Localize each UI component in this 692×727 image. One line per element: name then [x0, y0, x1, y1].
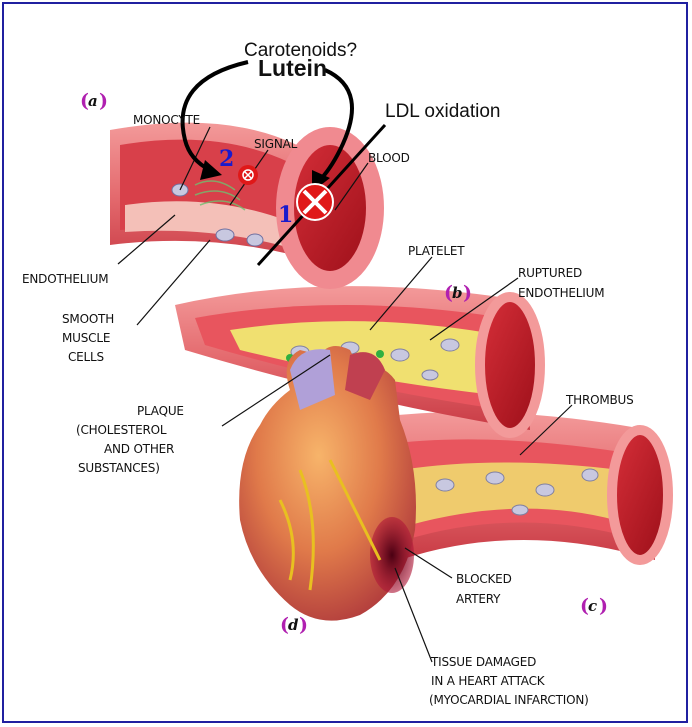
inhibit-marker-1 [297, 184, 333, 220]
svg-text:d: d [288, 616, 299, 634]
tissue-damaged-label: TISSUE DAMAGED IN A HEART ATTACK (MYOCAR… [429, 655, 589, 707]
signal-label: SIGNAL [254, 137, 298, 151]
svg-text:): ) [299, 614, 308, 636]
svg-text:(MYOCARDIAL INFARCTION): (MYOCARDIAL INFARCTION) [429, 693, 589, 707]
plaque-label: PLAQUE (CHOLESTEROL AND OTHER SUBSTANCES… [76, 404, 184, 475]
svg-text:ENDOTHELIUM: ENDOTHELIUM [518, 286, 604, 300]
heart [239, 346, 416, 621]
thrombus-label: THROMBUS [565, 393, 634, 407]
svg-text:): ) [99, 90, 108, 112]
svg-text:AND OTHER: AND OTHER [104, 442, 174, 456]
inhibit-marker-2 [238, 165, 258, 185]
svg-text:TISSUE DAMAGED: TISSUE DAMAGED [430, 655, 536, 669]
marker-number-1: 1 [278, 202, 293, 228]
vessel-a [110, 123, 375, 280]
blocked-artery-label: BLOCKED ARTERY [456, 572, 512, 606]
svg-text:c: c [588, 597, 597, 615]
smooth-muscle-label: SMOOTH MUSCLE CELLS [62, 312, 114, 364]
lutein-label: Lutein [258, 55, 327, 81]
ruptured-endothelium-label: RUPTURED ENDOTHELIUM [518, 266, 604, 300]
blood-label: BLOOD [368, 151, 410, 165]
panel-b: ( b ) [444, 282, 472, 304]
svg-text:IN A HEART ATTACK: IN A HEART ATTACK [431, 674, 546, 688]
svg-text:b: b [452, 284, 463, 302]
svg-text:): ) [463, 282, 472, 304]
svg-text:): ) [599, 595, 608, 617]
svg-text:PLAQUE: PLAQUE [137, 404, 184, 418]
platelet-label: PLATELET [408, 244, 465, 258]
ldl-oxidation-label: LDL oxidation [385, 101, 500, 122]
svg-text:SUBSTANCES): SUBSTANCES) [78, 461, 160, 475]
svg-text:ARTERY: ARTERY [456, 592, 501, 606]
marker-number-2: 2 [219, 146, 234, 172]
svg-text:RUPTURED: RUPTURED [518, 266, 582, 280]
svg-text:CELLS: CELLS [68, 350, 104, 364]
svg-text:MUSCLE: MUSCLE [62, 331, 110, 345]
panel-d: ( d ) [280, 614, 308, 636]
monocyte-label: MONOCYTE [133, 113, 200, 127]
svg-text:SMOOTH: SMOOTH [62, 312, 114, 326]
panel-a: ( a ) [80, 90, 108, 112]
endothelium-label: ENDOTHELIUM [22, 272, 108, 286]
panel-c: ( c ) [580, 595, 608, 617]
svg-text:(CHOLESTEROL: (CHOLESTEROL [76, 423, 167, 437]
svg-text:a: a [88, 92, 98, 110]
svg-text:BLOCKED: BLOCKED [456, 572, 512, 586]
